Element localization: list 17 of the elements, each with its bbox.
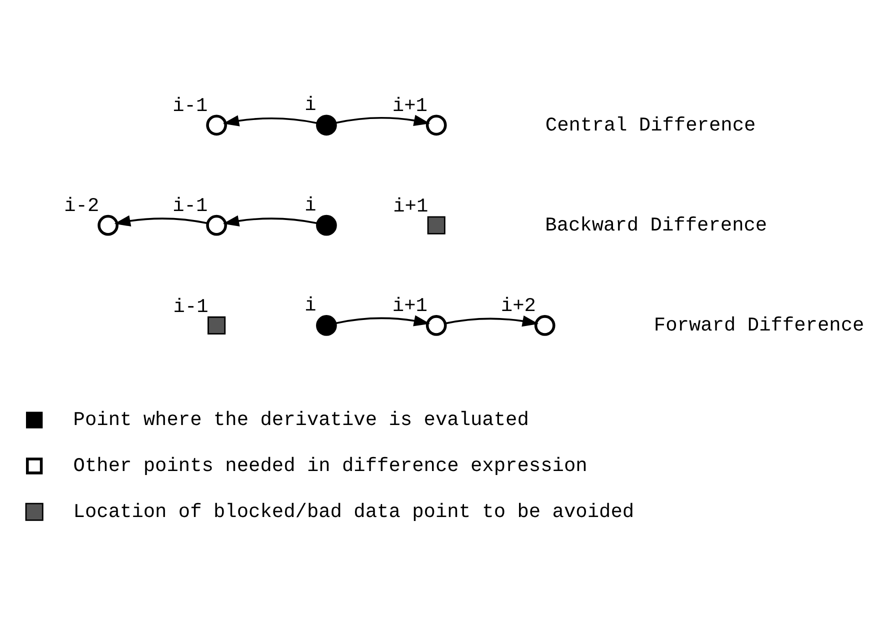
label: Central Difference bbox=[545, 114, 756, 136]
label: Backward Difference bbox=[545, 214, 768, 236]
legend-label: Location of blocked/bad data point to be avoided bbox=[73, 500, 634, 523]
node-label: i+1 bbox=[392, 294, 428, 317]
node-label: i+1 bbox=[392, 94, 428, 116]
node-label: i+2 bbox=[500, 294, 536, 317]
legend-label: Other points needed in difference expression bbox=[73, 454, 588, 477]
node-label: i-1 bbox=[173, 295, 208, 318]
label: Forward Difference bbox=[654, 314, 864, 336]
legend-label: Point where the derivative is evaluated bbox=[73, 408, 529, 431]
node-label: i bbox=[304, 94, 316, 116]
node-label: i-2 bbox=[64, 194, 100, 216]
node-label: i bbox=[304, 294, 316, 316]
node-label: i+1 bbox=[393, 195, 428, 218]
node-label: i-1 bbox=[172, 194, 208, 216]
node-label: i bbox=[304, 194, 316, 216]
node-label: i-1 bbox=[172, 94, 208, 116]
